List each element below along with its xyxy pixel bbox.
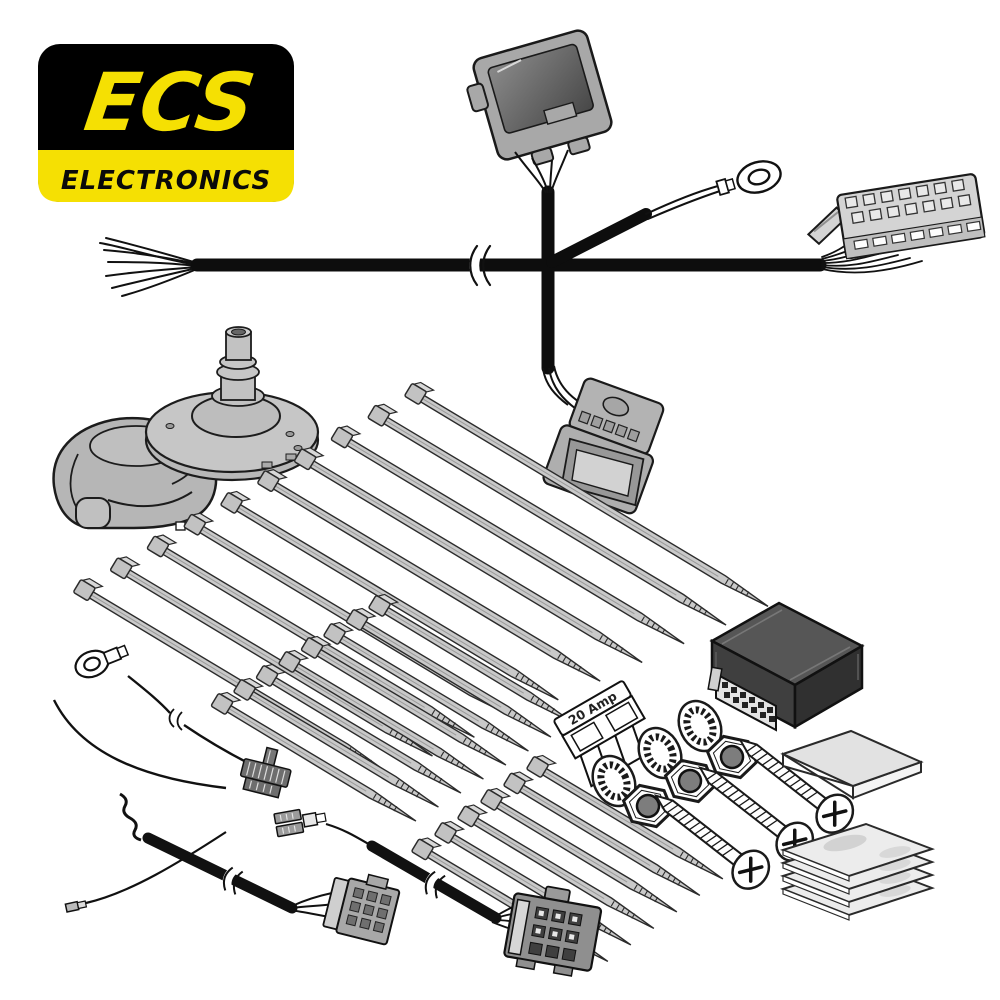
bottom-centre-harness <box>273 808 603 977</box>
star-washer <box>591 754 637 808</box>
pan-head-screw <box>654 794 771 890</box>
cable-tie <box>233 677 439 808</box>
cable-tie <box>278 649 484 780</box>
module-connector-plug <box>542 365 665 515</box>
cable-tie <box>367 403 727 626</box>
cable-tie-fans <box>73 381 769 963</box>
cable-tie <box>293 447 643 664</box>
instruction-sheets <box>779 822 936 921</box>
logo-brand-text: ECS <box>79 55 260 149</box>
sleeved-cable <box>142 832 298 914</box>
relay-holder-wires <box>514 149 569 194</box>
cable-tie <box>457 804 655 930</box>
branch-cable <box>546 208 652 268</box>
phillips-cross-icon <box>737 856 764 883</box>
stripped-wire-ends <box>99 237 198 297</box>
ring-terminal-lead-top <box>645 160 782 220</box>
cable-tie <box>404 381 769 607</box>
cable-break-mark <box>424 868 446 899</box>
ecs-logo: ECS ELECTRONICS <box>38 44 294 202</box>
fuse-tap <box>239 746 292 799</box>
cable-tie <box>255 663 462 794</box>
cable-tie <box>210 691 417 822</box>
main-wiring-harness <box>99 160 923 375</box>
phillips-cross-icon <box>821 800 848 827</box>
mounting-gasket <box>144 326 320 482</box>
logo-band <box>38 150 294 202</box>
cable-break-mark <box>222 864 244 895</box>
cable-tie <box>480 787 678 913</box>
grey-multiway-connector <box>322 873 401 946</box>
ring-terminal-icon <box>736 160 782 194</box>
cable-tie <box>109 556 433 757</box>
cable-tie <box>368 593 574 724</box>
pan-head-screw <box>738 738 855 834</box>
cable-tie <box>257 469 601 682</box>
bullet-terminal <box>64 900 88 913</box>
relay-module <box>707 601 865 732</box>
cable-tie <box>526 754 724 880</box>
connector-pins <box>844 178 982 250</box>
ring-terminal-lead-bottom <box>74 644 292 799</box>
bottom-left-harness <box>52 699 401 946</box>
logo-subtitle-text: ELECTRONICS <box>61 166 271 196</box>
star-washers <box>591 699 723 808</box>
14-way-connector <box>806 173 986 260</box>
cable-tie <box>323 621 529 752</box>
cable-tie <box>300 635 507 766</box>
star-washer <box>677 699 723 753</box>
foam-pad <box>780 729 924 800</box>
hex-nut <box>621 783 675 829</box>
cable-tie <box>345 607 552 738</box>
relay-holder <box>466 29 613 194</box>
black-multiway-connector <box>503 885 603 977</box>
wire-break-mark <box>168 707 183 731</box>
cable-tie <box>330 425 685 645</box>
twisted-wire <box>119 792 142 842</box>
cable-break-mark <box>469 241 492 290</box>
cable-tie <box>503 771 701 897</box>
module-socket <box>707 666 777 732</box>
instruction-sheet <box>779 822 936 882</box>
spade-terminals <box>273 808 327 838</box>
star-washer <box>637 726 683 780</box>
